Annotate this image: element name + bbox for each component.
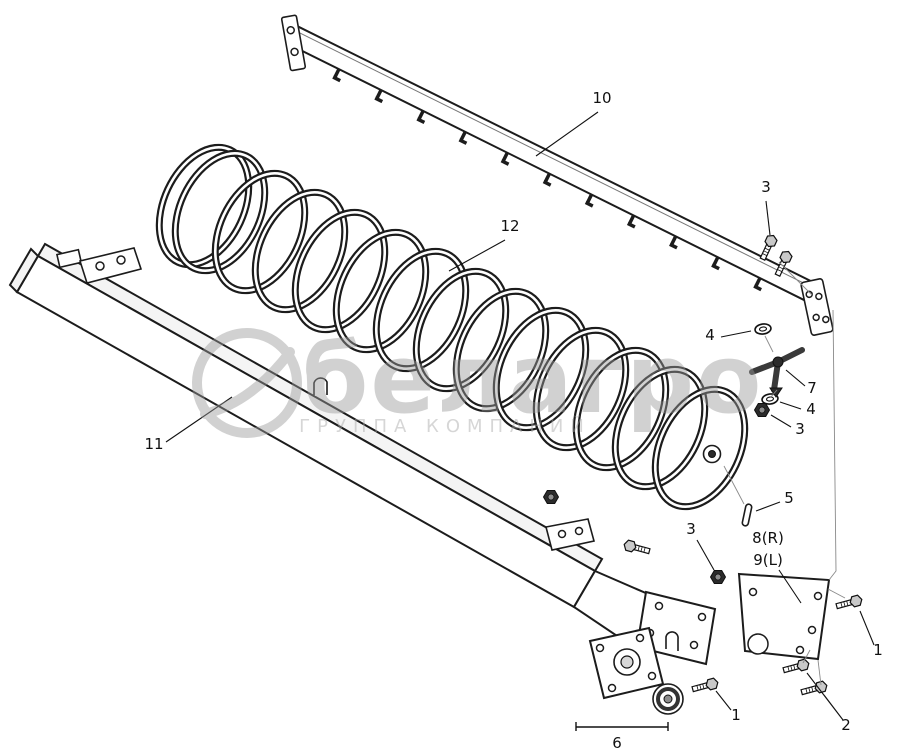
callout-pin: 5 [784, 489, 794, 507]
callout-bolt-right: 1 [873, 641, 883, 659]
toothed-bar-body [286, 24, 819, 304]
bolt-pair-a [781, 657, 811, 676]
bolt-right [834, 593, 864, 612]
watermark-logo-icon [192, 328, 302, 438]
callout-washer-upper: 4 [705, 326, 715, 344]
beam-mid-bracket [545, 518, 595, 551]
bolt-mid [622, 538, 652, 557]
callout-spiral: 12 [500, 217, 519, 235]
callout-bar: 10 [592, 89, 611, 107]
callout-bolts-pair: 2 [841, 716, 851, 734]
hardware [622, 232, 864, 698]
watermark: белагро ГРУППА КОМПАНИЙ [192, 325, 763, 438]
beam-nut [543, 490, 559, 504]
bar-end-plate-left [280, 14, 307, 72]
callout-bearing: 6 [612, 734, 622, 752]
callout-washer-lower: 4 [806, 400, 816, 418]
beam-head [572, 569, 717, 666]
watermark-brand: белагро [302, 325, 763, 435]
bar-teeth [332, 68, 766, 292]
bar-end-plate-right [800, 278, 834, 336]
beam-end-cap [8, 247, 40, 294]
toothed-bar [280, 14, 834, 336]
callout-plate-right: 8(R) [752, 529, 784, 547]
assembly-lines [723, 261, 846, 686]
leader-lines [165, 111, 875, 721]
frame-beam [8, 242, 717, 666]
beam-clip [313, 377, 328, 396]
nut-mid [710, 570, 726, 584]
tine-holder [749, 347, 805, 398]
callout-bolts-top: 3 [761, 178, 771, 196]
bolt-top-a [757, 232, 779, 262]
bolt-bottom [690, 676, 720, 695]
callout-beam: 11 [144, 435, 163, 453]
callouts: 10 12 11 3 4 7 4 3 5 8(R) 9(L) 3 1 1 2 6 [144, 89, 882, 752]
pin [741, 503, 753, 527]
watermark-subtitle: ГРУППА КОМПАНИЙ [299, 415, 591, 437]
callout-plate-left: 9(L) [753, 551, 783, 569]
spiral-roller [142, 133, 763, 521]
callout-nut-right: 3 [795, 420, 805, 438]
measure-bracket [575, 722, 669, 731]
callout-nut-mid: 3 [686, 520, 696, 538]
callout-tine-holder: 7 [807, 379, 817, 397]
callout-bolt-bottom: 1 [731, 706, 741, 724]
shear-plate [737, 572, 831, 661]
beam-left-bracket [55, 247, 143, 284]
bearing-assembly [575, 626, 684, 731]
